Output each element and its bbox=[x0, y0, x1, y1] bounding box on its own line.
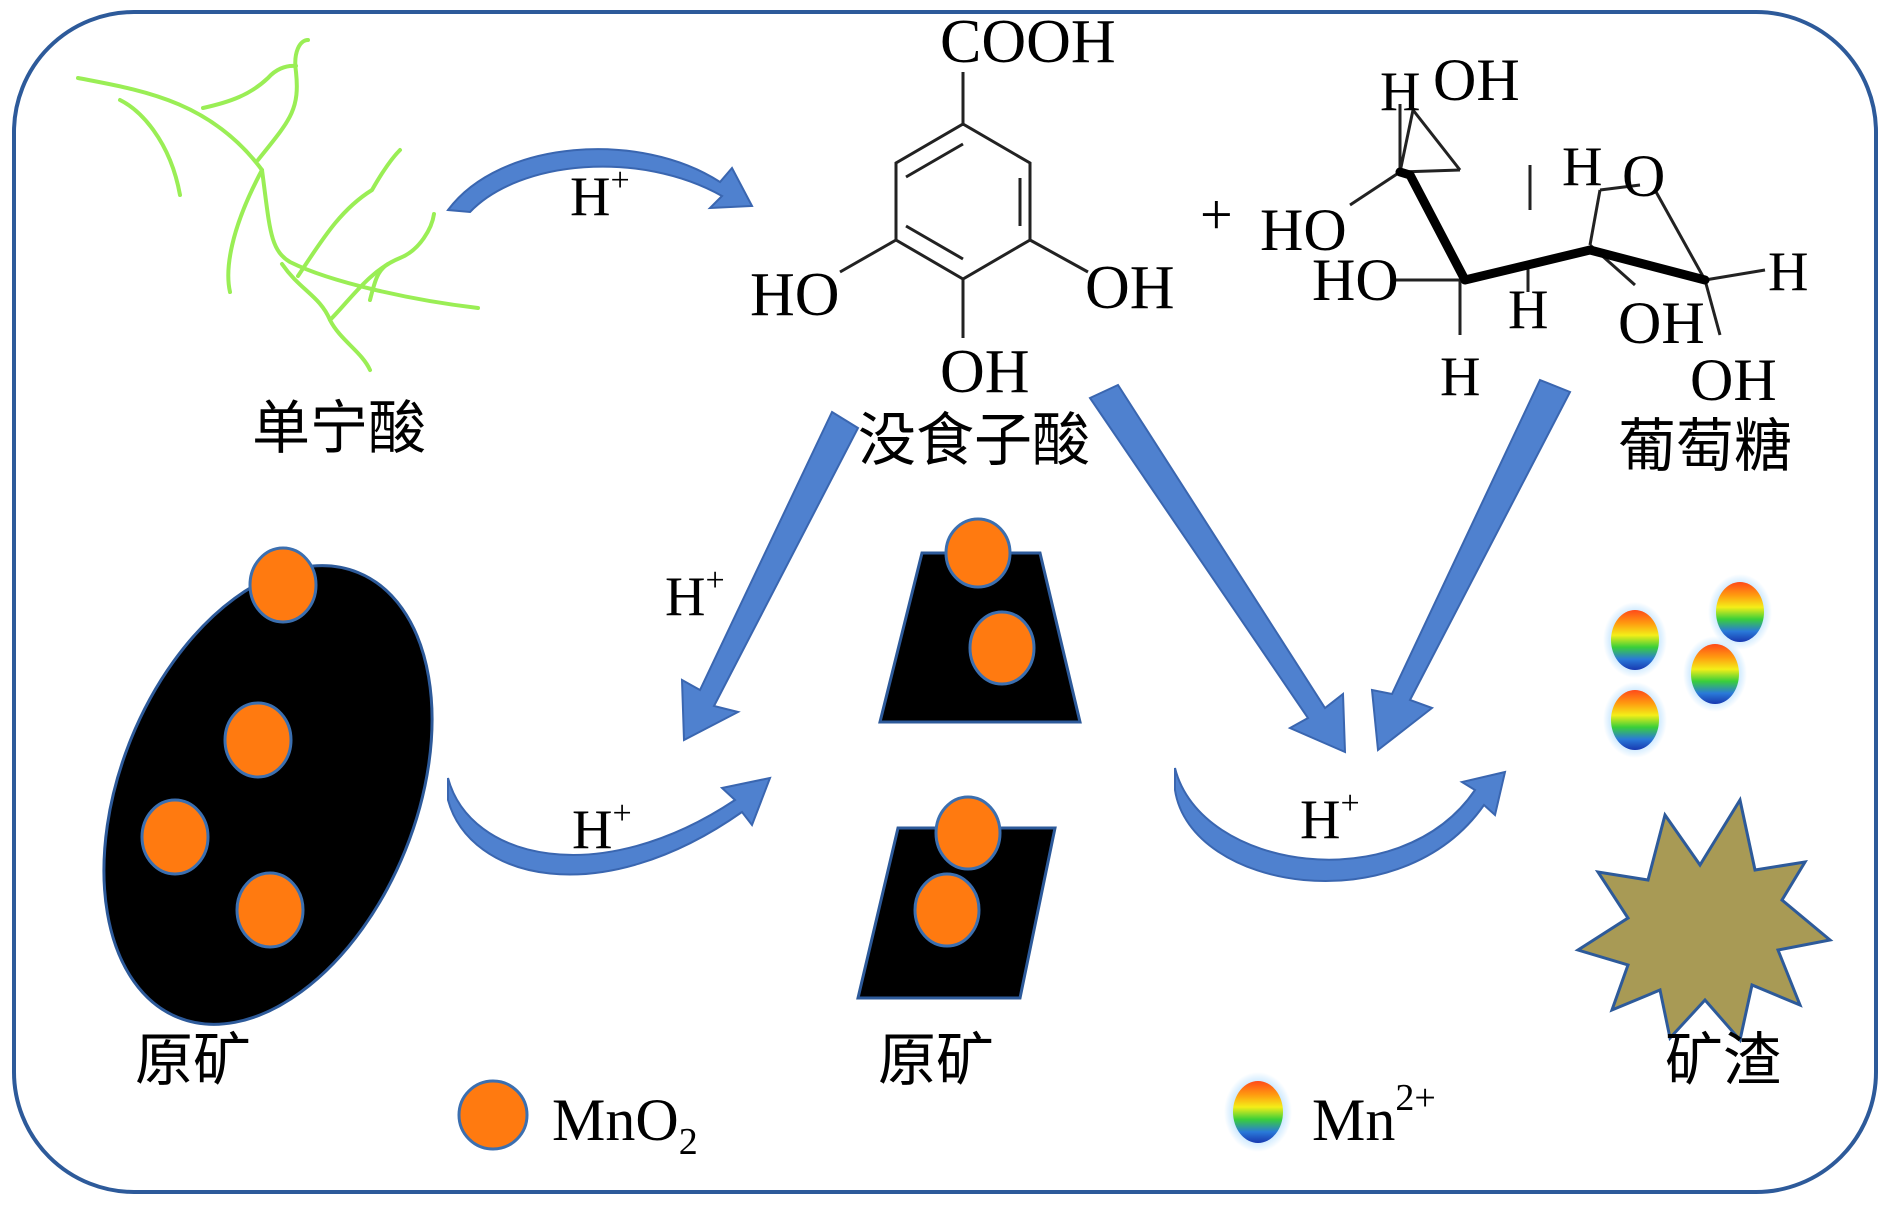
glucose-o-ring: O bbox=[1622, 143, 1665, 209]
glucose-h-ring: H bbox=[1562, 136, 1602, 198]
legend: MnO2 Mn2+ bbox=[457, 1072, 1436, 1163]
ore-fragment-lower bbox=[856, 795, 1057, 1000]
glucose-label: 葡萄糖 bbox=[1618, 412, 1792, 480]
ore-left-label: 原矿 bbox=[135, 1026, 251, 1094]
arrow-glucose-to-mn bbox=[1370, 378, 1572, 752]
mno2-particle bbox=[223, 701, 293, 779]
glucose-oh-top: OH bbox=[1433, 47, 1520, 113]
arrow-gallic-to-ore bbox=[680, 410, 860, 742]
leaching-arrow-right bbox=[1174, 767, 1507, 883]
mn-ion bbox=[1716, 582, 1764, 642]
mno2-particle bbox=[248, 546, 318, 624]
mno2-particle bbox=[235, 871, 305, 949]
tannic-acid-label: 单宁酸 bbox=[252, 394, 426, 462]
mn-ion-cluster bbox=[1603, 574, 1772, 758]
glucose-oh-bottom: OH bbox=[1690, 347, 1777, 413]
mn-ion bbox=[1691, 644, 1739, 704]
hydrolysis-arrow bbox=[446, 148, 754, 214]
mno2-particle bbox=[934, 795, 1002, 871]
glucose-ho-lower: HO bbox=[1312, 247, 1399, 313]
ore-center-label: 原矿 bbox=[878, 1026, 994, 1094]
h-plus-bottom-right: H+ bbox=[1300, 785, 1360, 851]
gallic-cooh: COOH bbox=[940, 8, 1116, 76]
h-plus-diagonal: H+ bbox=[665, 562, 725, 628]
plus-sign: + bbox=[1200, 182, 1233, 247]
mno2-particle bbox=[944, 517, 1012, 589]
tannic-acid-branches bbox=[76, 38, 480, 372]
legend-mno2-label: MnO2 bbox=[552, 1087, 698, 1163]
glucose-ho-upper: HO bbox=[1260, 197, 1347, 263]
legend-mn-label: Mn2+ bbox=[1312, 1077, 1436, 1153]
glucose-h-right: H bbox=[1768, 241, 1808, 303]
residue-label: 矿渣 bbox=[1665, 1026, 1781, 1094]
leaching-arrow-left bbox=[447, 776, 772, 876]
h-plus-bottom-left: H+ bbox=[572, 795, 632, 861]
ore-left bbox=[102, 546, 434, 1026]
gallic-acid-label: 没食子酸 bbox=[858, 406, 1090, 474]
glucose-h-mid: H bbox=[1508, 279, 1548, 341]
legend-mn-swatch bbox=[1233, 1081, 1283, 1143]
mn-ion bbox=[1611, 690, 1659, 750]
gallic-oh-right: OH bbox=[1085, 254, 1175, 322]
gallic-ho-left: HO bbox=[750, 261, 840, 329]
glucose-h-top: H bbox=[1380, 61, 1420, 123]
mno2-particle bbox=[968, 610, 1036, 686]
arrow-gallic-to-mn bbox=[1088, 383, 1347, 754]
glucose-structure bbox=[1349, 104, 1766, 336]
outer-frame bbox=[12, 10, 1878, 1194]
ore-fragment-upper bbox=[878, 517, 1082, 724]
glucose-oh-mid: OH bbox=[1618, 290, 1705, 356]
residue-shape bbox=[1574, 796, 1834, 1044]
legend-mno2-swatch bbox=[457, 1079, 529, 1151]
mno2-particle bbox=[140, 798, 210, 876]
mn-ion bbox=[1611, 610, 1659, 670]
glucose-h-bottom: H bbox=[1440, 346, 1480, 408]
gallic-acid-structure bbox=[839, 72, 1089, 338]
h-plus-top: H+ bbox=[570, 162, 630, 228]
mno2-particle bbox=[913, 872, 981, 948]
gallic-oh-bottom: OH bbox=[940, 338, 1030, 406]
